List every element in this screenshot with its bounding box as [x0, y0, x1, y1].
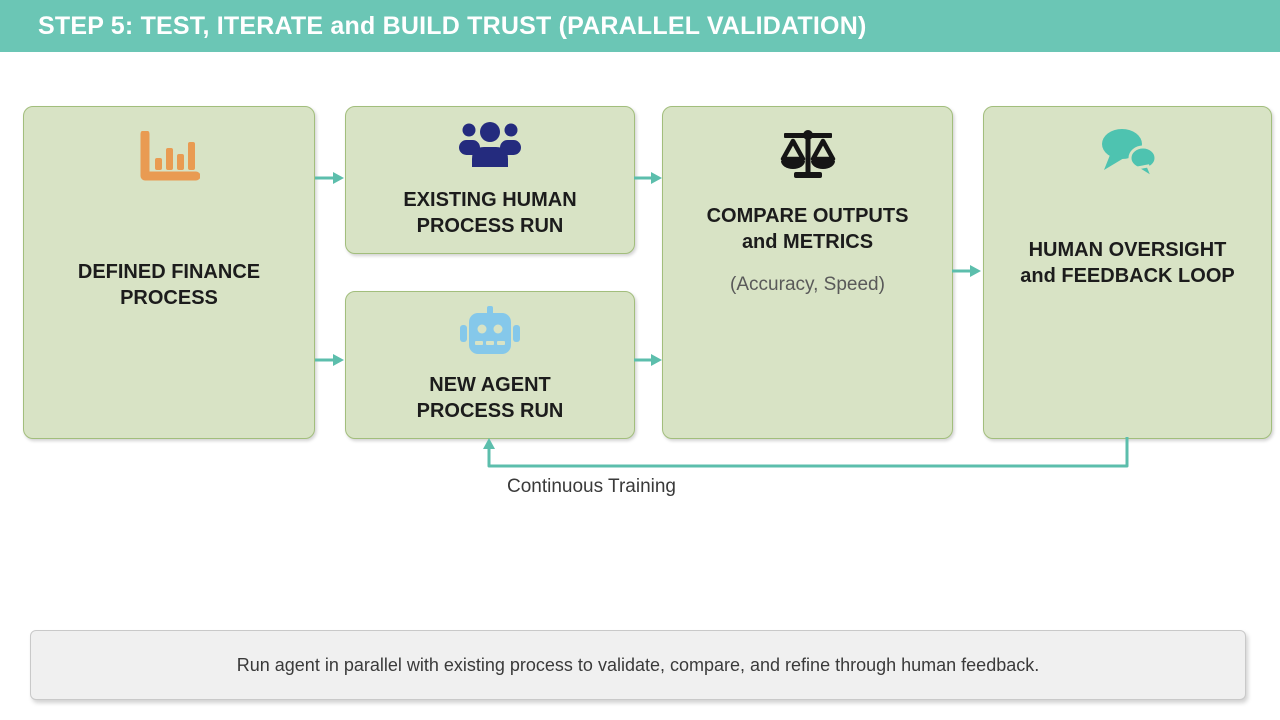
- arrow-compare-to-oversight: [952, 265, 981, 277]
- footer-note-text: Run agent in parallel with existing proc…: [236, 654, 1040, 675]
- arrow-defined-to-existing: [315, 172, 344, 184]
- node-human-oversight-feedback: HUMAN OVERSIGHT and FEEDBACK LOOP: [983, 106, 1272, 439]
- node-label: DEFINED FINANCE PROCESS: [77, 261, 261, 309]
- continuous-training-label: Continuous Training: [507, 476, 676, 497]
- chat-bubbles-icon: [1097, 127, 1159, 184]
- node-existing-human-process-run: EXISTING HUMAN PROCESS RUN: [345, 106, 635, 254]
- node-compare-outputs-metrics: COMPARE OUTPUTS and METRICS (Accuracy, S…: [662, 106, 953, 439]
- arrow-defined-to-new-agent: [315, 354, 344, 366]
- bar-chart-icon: [138, 129, 201, 188]
- node-label: HUMAN OVERSIGHT and FEEDBACK LOOP: [1020, 239, 1235, 287]
- header-bar: STEP 5: TEST, ITERATE and BUILD TRUST (P…: [0, 0, 1280, 52]
- node-new-agent-process-run: NEW AGENT PROCESS RUN: [345, 291, 635, 439]
- arrow-new-agent-to-compare: [634, 354, 662, 366]
- node-label: COMPARE OUTPUTS and METRICS: [706, 205, 909, 253]
- node-sublabel: (Accuracy, Speed): [730, 274, 885, 295]
- node-defined-finance-process: DEFINED FINANCE PROCESS: [23, 106, 315, 439]
- people-icon: [459, 119, 521, 174]
- scales-icon: [778, 127, 838, 188]
- footer-note: Run agent in parallel with existing proc…: [30, 630, 1246, 700]
- feedback-loop-arrow: [483, 437, 1129, 468]
- robot-icon: [460, 306, 520, 363]
- node-label: EXISTING HUMAN PROCESS RUN: [403, 189, 577, 237]
- arrow-existing-to-compare: [634, 172, 662, 184]
- node-label: NEW AGENT PROCESS RUN: [416, 374, 564, 422]
- page-title: STEP 5: TEST, ITERATE and BUILD TRUST (P…: [38, 11, 867, 40]
